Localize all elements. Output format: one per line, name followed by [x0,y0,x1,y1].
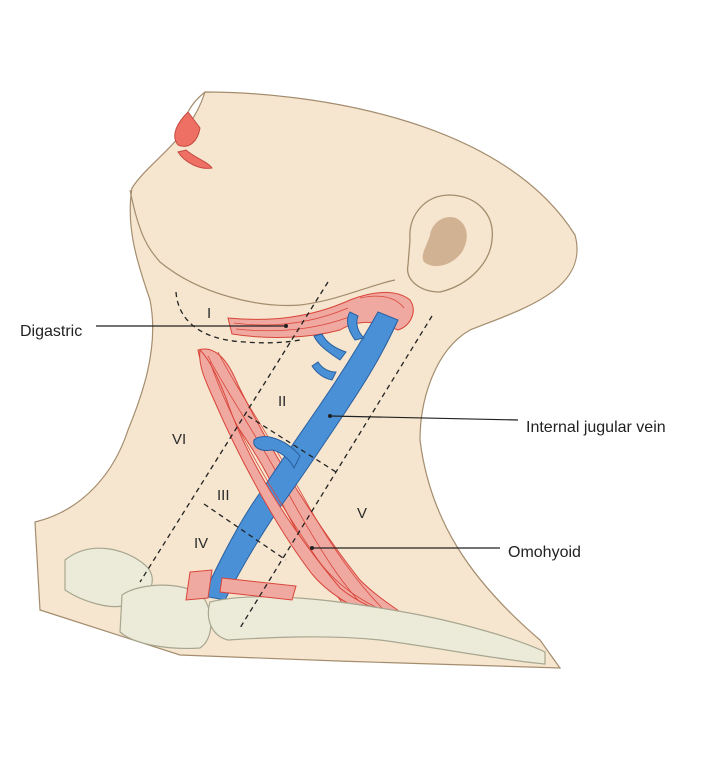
level-boundaries [139,281,433,629]
digastric-label: Digastric [20,323,82,340]
internal-jugular-vein [202,311,399,601]
ijv-leader [329,415,519,421]
digastric-leader-dot [284,324,288,328]
omohyoid-label: Omohyoid [508,544,581,561]
level-i-label: I [207,305,211,322]
level-iv-label: IV [194,535,208,552]
clavicle-bones [64,547,546,665]
level-ii-label: II [278,393,286,410]
ijv-leader-dot [328,414,332,418]
lips [174,91,213,169]
omohyoid-leader-dot [310,546,314,550]
ear [407,194,493,293]
level-iii-label: III [217,487,230,504]
level-i-boundary [175,291,301,344]
internal-jugular-vein-label: Internal jugular vein [526,419,666,436]
level-v-label: V [357,505,367,522]
level-vi-label: VI [172,431,186,448]
sternocleidomastoid-muscle [197,348,412,621]
boundary-posterior [239,315,433,629]
jaw-line [129,189,396,307]
leader-lines [96,325,519,549]
boundary-iii-iv [203,503,287,561]
